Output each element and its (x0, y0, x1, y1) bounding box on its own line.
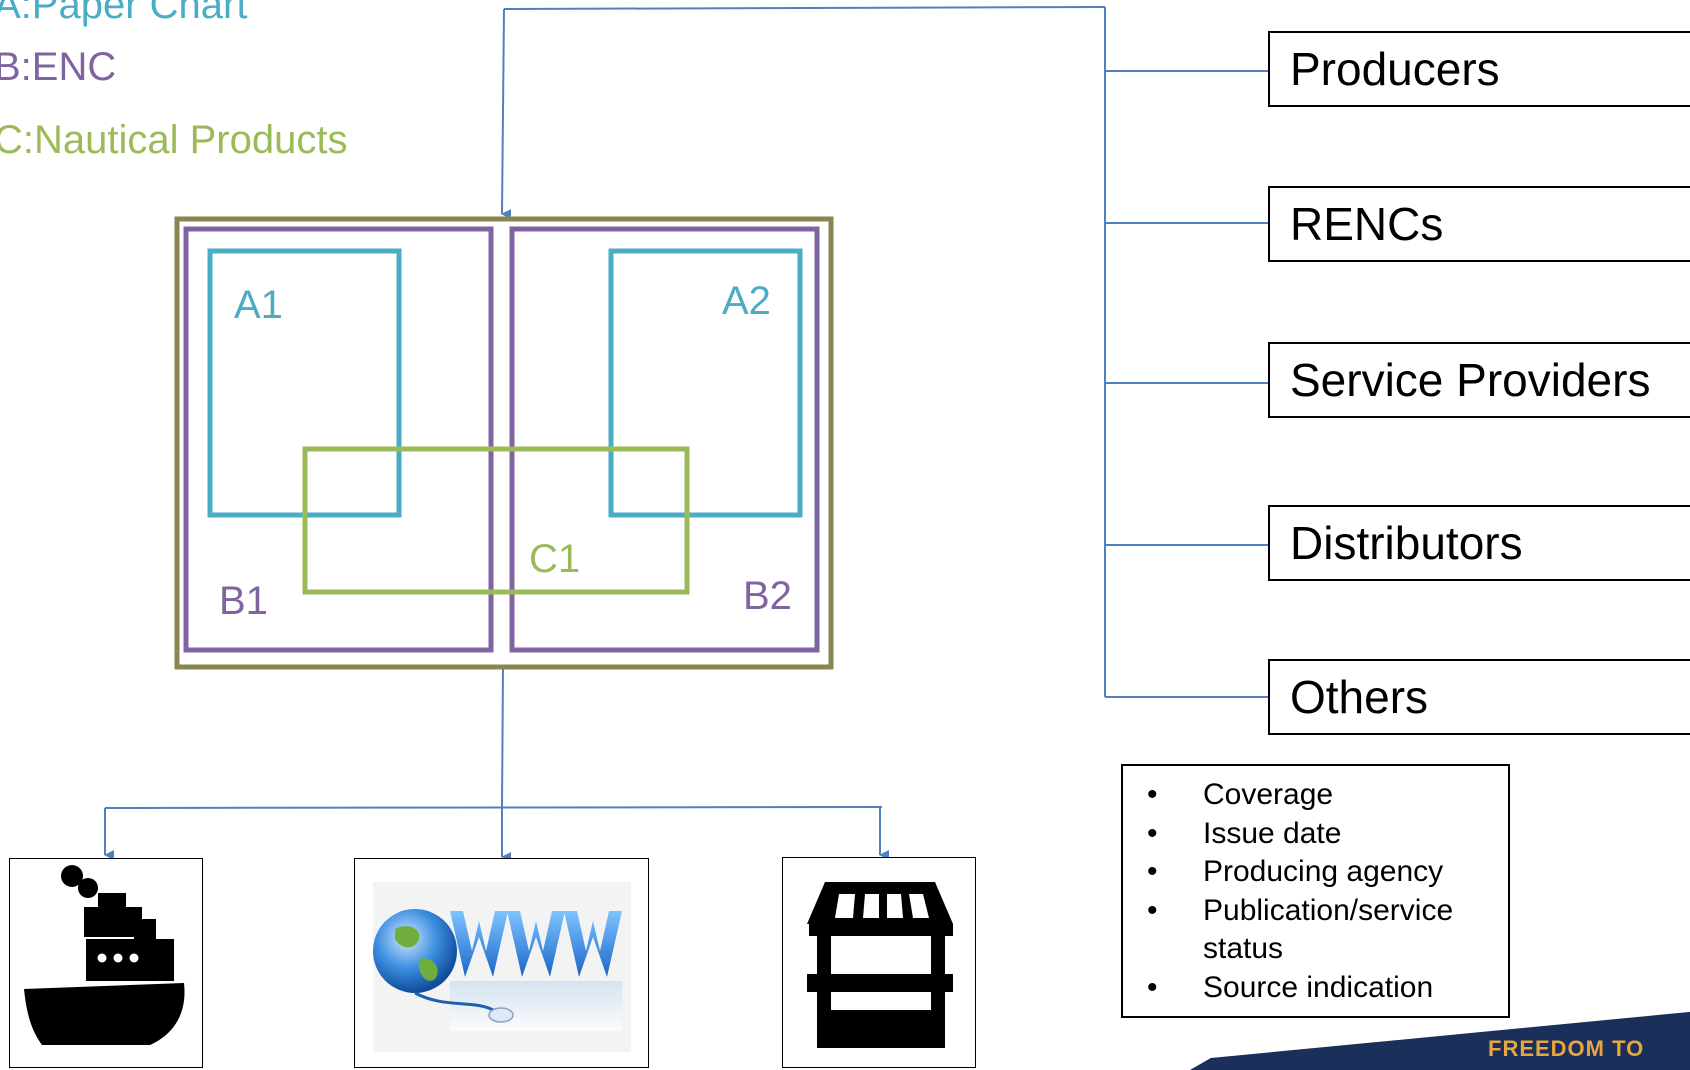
legend-enc: B:ENC (0, 45, 117, 89)
legend-nautical-products: C:Nautical Products (0, 118, 348, 162)
legend-paper-chart: A:Paper Chart (0, 0, 248, 27)
distribution-connectors (104, 666, 889, 862)
attribute-item: Producing agency (1123, 853, 1503, 892)
storefront-icon (807, 882, 953, 1048)
label-a2: A2 (722, 279, 771, 323)
label-c1: C1 (529, 537, 581, 581)
stakeholder-distributors: Distributors (1268, 505, 1690, 581)
channel-store (782, 857, 976, 1068)
nautical-product-c1 (302, 446, 690, 595)
attribute-item: Issue date (1123, 815, 1503, 854)
stakeholder-producers: Producers (1268, 31, 1690, 107)
label-b2: B2 (743, 574, 792, 618)
attribute-list-box: Coverage Issue date Producing agency Pub… (1121, 764, 1510, 1018)
attribute-list: Coverage Issue date Producing agency Pub… (1123, 766, 1508, 1007)
footer-banner-text: FREEDOM TO (1488, 1036, 1645, 1061)
stakeholder-label: Others (1290, 671, 1429, 723)
stakeholder-others: Others (1268, 659, 1690, 735)
attribute-item: Publication/service status (1123, 892, 1503, 969)
stakeholder-rencs: RENCs (1268, 186, 1690, 262)
paper-chart-a2 (608, 248, 803, 518)
stakeholder-service-providers: Service Providers (1268, 342, 1690, 418)
channel-ship (9, 858, 203, 1068)
attribute-item: Source indication (1123, 969, 1503, 1008)
stakeholder-label: Distributors (1290, 517, 1523, 569)
ship-icon (24, 865, 185, 1045)
channel-web (354, 858, 649, 1068)
enc-cell-b1 (183, 226, 494, 653)
label-a1: A1 (234, 283, 283, 327)
stakeholder-label: Producers (1290, 43, 1500, 95)
stakeholder-connectors (501, 6, 1268, 698)
coverage-outer-frame (174, 216, 834, 670)
www-globe-icon (373, 882, 631, 1052)
enc-cell-b2 (509, 226, 820, 653)
attribute-item: Coverage (1123, 776, 1503, 815)
stakeholder-label: RENCs (1290, 198, 1444, 250)
label-b1: B1 (219, 579, 268, 623)
stakeholder-label: Service Providers (1290, 354, 1651, 406)
